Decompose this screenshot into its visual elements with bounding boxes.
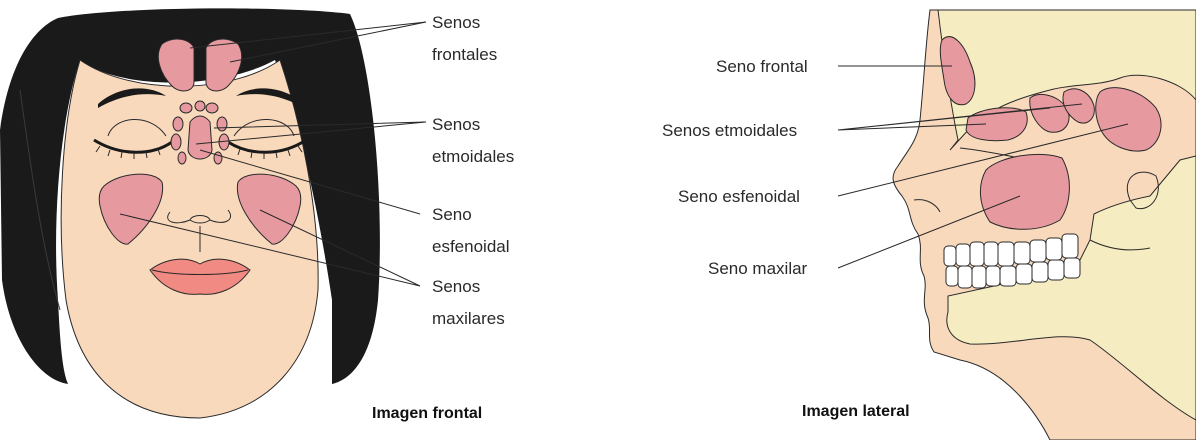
left-eye	[93, 119, 173, 159]
hair-strand	[19, 89, 61, 311]
lateral-view: Seno frontal Senos etmoidales Seno esfen…	[662, 9, 1196, 440]
lips	[149, 258, 251, 295]
sphenoid-sinus-lateral	[1095, 87, 1162, 152]
ethmoid-sinuses-frontal	[170, 100, 230, 165]
right-eye	[227, 119, 307, 159]
left-eyebrow	[98, 88, 166, 108]
frontal-leader-lines	[119, 21, 427, 287]
teeth	[943, 233, 1081, 289]
maxillary-sinus-right	[236, 173, 302, 245]
caption-frontal: Imagen frontal	[372, 405, 482, 422]
maxillary-sinus-lateral	[980, 153, 1070, 230]
frontal-sinus-left	[157, 38, 195, 92]
right-eyebrow	[236, 88, 304, 108]
hair	[0, 8, 380, 384]
label-senos-etmoidales-lateral: Senos etmoidales	[662, 121, 797, 140]
label-seno-esfenoidal-lateral: Seno esfenoidal	[678, 187, 800, 206]
nose	[167, 209, 232, 252]
frontal-sinus-lateral	[939, 36, 976, 106]
frontal-sinus-right	[205, 38, 243, 92]
maxillary-sinus-left	[98, 173, 164, 245]
sphenoid-sinus-frontal	[187, 115, 213, 160]
label-seno-frontal: Seno frontal	[716, 57, 808, 76]
label-seno-maxilar: Seno maxilar	[708, 259, 808, 278]
face	[60, 59, 319, 419]
lateral-leader-lines	[837, 65, 1129, 269]
caption-lateral: Imagen lateral	[802, 403, 910, 420]
ethmoid-sinuses-lateral	[965, 88, 1095, 142]
